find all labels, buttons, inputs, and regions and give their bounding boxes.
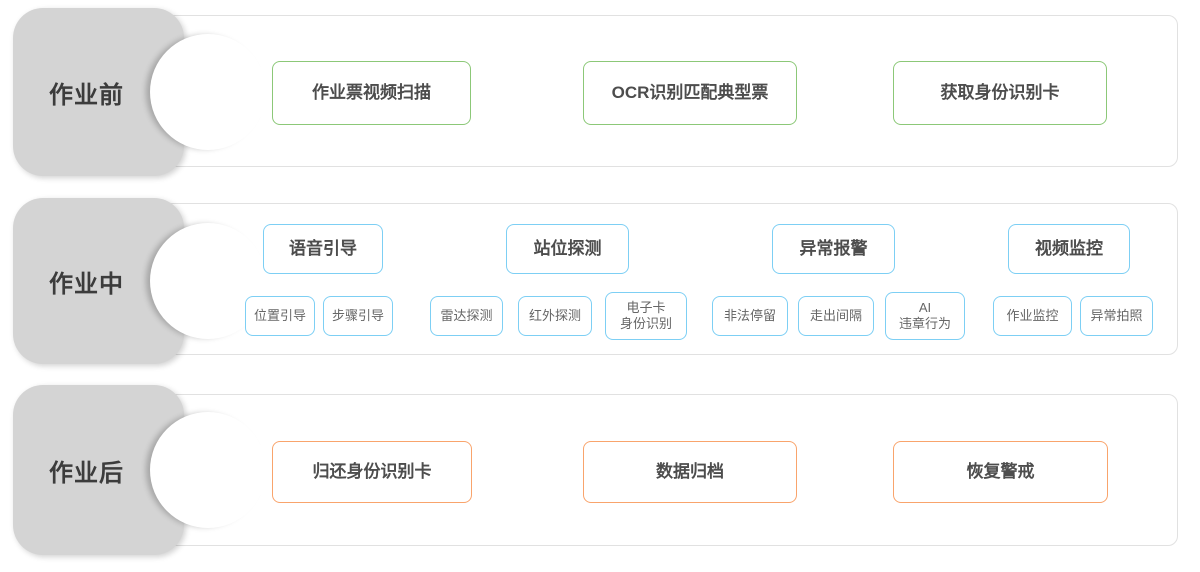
sub-ai-violation-behavior: AI 违章行为	[885, 292, 965, 340]
tab-notch	[150, 34, 266, 150]
sub-radar-detection: 雷达探测	[430, 296, 503, 336]
sub-ecard-identity: 电子卡 身份识别	[605, 292, 687, 340]
group-label: 语音引导	[289, 238, 357, 258]
sub-label: 异常拍照	[1090, 308, 1143, 324]
step-label: OCR识别匹配典型票	[611, 82, 769, 102]
sub-illegal-stay: 非法停留	[712, 296, 788, 336]
step-obtain-id-card: 获取身份识别卡	[893, 61, 1107, 125]
sub-leaving-interval: 走出间隔	[798, 296, 874, 336]
sub-label-line1: 电子卡	[626, 300, 666, 316]
step-restore-alert: 恢复警戒	[893, 441, 1108, 503]
sub-label: 走出间隔	[809, 308, 862, 324]
group-voice-guidance: 语音引导	[263, 224, 383, 274]
sub-work-monitoring: 作业监控	[993, 296, 1072, 336]
step-label: 恢复警戒	[966, 461, 1035, 481]
sub-label: 步骤引导	[331, 308, 384, 324]
step-ocr-match-typical-ticket: OCR识别匹配典型票	[583, 61, 797, 125]
phase-label-after-work: 作业后	[49, 459, 124, 487]
group-abnormal-alarm: 异常报警	[772, 224, 895, 274]
step-label: 获取身份识别卡	[940, 82, 1060, 102]
group-label: 异常报警	[799, 238, 868, 258]
sub-label: 雷达探测	[440, 308, 493, 324]
sub-label: 非法停留	[723, 308, 776, 324]
sub-label-line2: 违章行为	[898, 316, 951, 331]
phase-tab-during-work: 作业中	[13, 198, 184, 364]
sub-label: 红外探测	[528, 308, 581, 324]
sub-label-line1: AI	[918, 300, 932, 316]
sub-abnormal-snapshot: 异常拍照	[1080, 296, 1153, 336]
group-label: 站位探测	[533, 238, 602, 258]
step-label: 数据归档	[656, 461, 724, 481]
phase-label-before-work: 作业前	[49, 81, 124, 109]
group-video-monitoring: 视频监控	[1008, 224, 1130, 274]
step-data-archiving: 数据归档	[583, 441, 797, 503]
group-position-detection: 站位探测	[506, 224, 629, 274]
step-work-ticket-video-scan: 作业票视频扫描	[272, 61, 471, 125]
step-label: 作业票视频扫描	[312, 82, 431, 102]
group-label: 视频监控	[1035, 238, 1103, 258]
phase-label-during-work: 作业中	[49, 270, 124, 298]
sub-label-line2: 身份识别	[619, 316, 672, 331]
sub-label: 作业监控	[1006, 308, 1059, 324]
sub-step-guidance: 步骤引导	[323, 296, 393, 336]
sub-label: 位置引导	[253, 308, 306, 324]
step-label: 归还身份识别卡	[312, 461, 432, 481]
sub-infrared-detection: 红外探测	[518, 296, 592, 336]
step-return-id-card: 归还身份识别卡	[272, 441, 472, 503]
sub-position-guidance: 位置引导	[245, 296, 315, 336]
tab-notch	[150, 412, 266, 528]
